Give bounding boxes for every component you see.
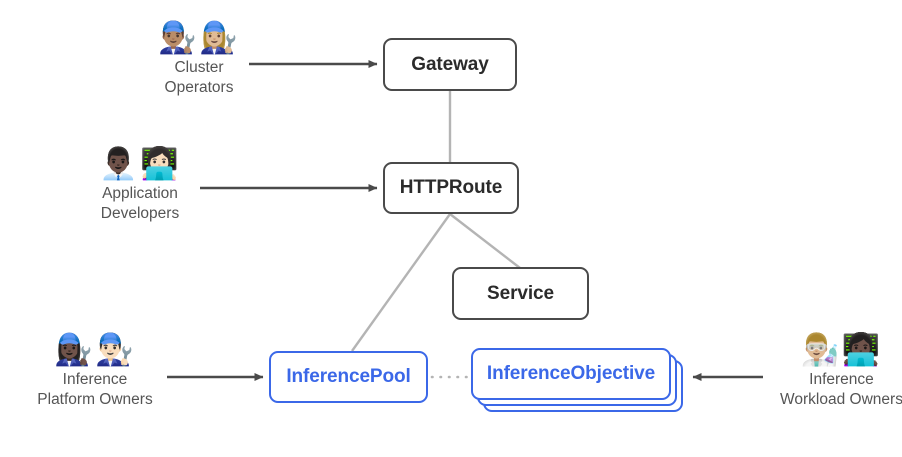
node-inferencepool-label: InferencePool bbox=[286, 366, 411, 387]
actor-cluster-operators: 👨🏽‍🔧👩🏼‍🔧 Cluster Operators bbox=[144, 22, 254, 98]
node-httproute[interactable]: HTTPRoute bbox=[383, 162, 519, 214]
application-developers-label-line2: Developers bbox=[100, 204, 180, 222]
node-inferenceobjective-stack[interactable]: InferenceObjective bbox=[471, 348, 683, 412]
edge-httproute-to-service bbox=[449, 213, 521, 269]
inference-workload-owners-label-line1: Inference bbox=[809, 370, 874, 388]
application-developers-emoji-icon: 👨🏿‍💼👩🏻‍💻 bbox=[99, 146, 181, 182]
node-inferencepool[interactable]: InferencePool bbox=[269, 351, 428, 403]
node-gateway-label: Gateway bbox=[411, 53, 489, 75]
node-httproute-label: HTTPRoute bbox=[399, 177, 503, 198]
actor-application-developers: 👨🏿‍💼👩🏻‍💻 Application Developers bbox=[81, 148, 199, 224]
node-gateway[interactable]: Gateway bbox=[383, 38, 517, 91]
cluster-operators-label-line1: Cluster bbox=[174, 58, 224, 76]
node-service[interactable]: Service bbox=[452, 267, 589, 320]
application-developers-label-line1: Application bbox=[102, 184, 178, 202]
node-service-label: Service bbox=[487, 282, 554, 304]
node-inferenceobjective[interactable]: InferenceObjective bbox=[471, 348, 671, 400]
inference-platform-owners-label-line2: Platform Owners bbox=[37, 390, 153, 408]
inference-workload-owners-emoji-icon: 👨🏼‍🔬👩🏿‍💻 bbox=[800, 332, 883, 368]
cluster-operators-emoji-icon: 👨🏽‍🔧👩🏼‍🔧 bbox=[158, 20, 240, 56]
edge-httproute-to-inferencepool bbox=[351, 213, 451, 352]
actor-inference-platform-owners: 👩🏿‍🔧👨🏻‍🔧 Inference Platform Owners bbox=[20, 334, 170, 410]
actor-inference-workload-owners: 👨🏼‍🔬👩🏿‍💻 Inference Workload Owners bbox=[764, 334, 902, 410]
inference-platform-owners-emoji-icon: 👩🏿‍🔧👨🏻‍🔧 bbox=[54, 332, 136, 368]
cluster-operators-label-line2: Operators bbox=[164, 78, 234, 96]
inference-platform-owners-label-line1: Inference bbox=[62, 370, 128, 388]
node-inferenceobjective-label: InferenceObjective bbox=[486, 363, 656, 384]
inference-workload-owners-label-line2: Workload Owners bbox=[780, 390, 902, 408]
